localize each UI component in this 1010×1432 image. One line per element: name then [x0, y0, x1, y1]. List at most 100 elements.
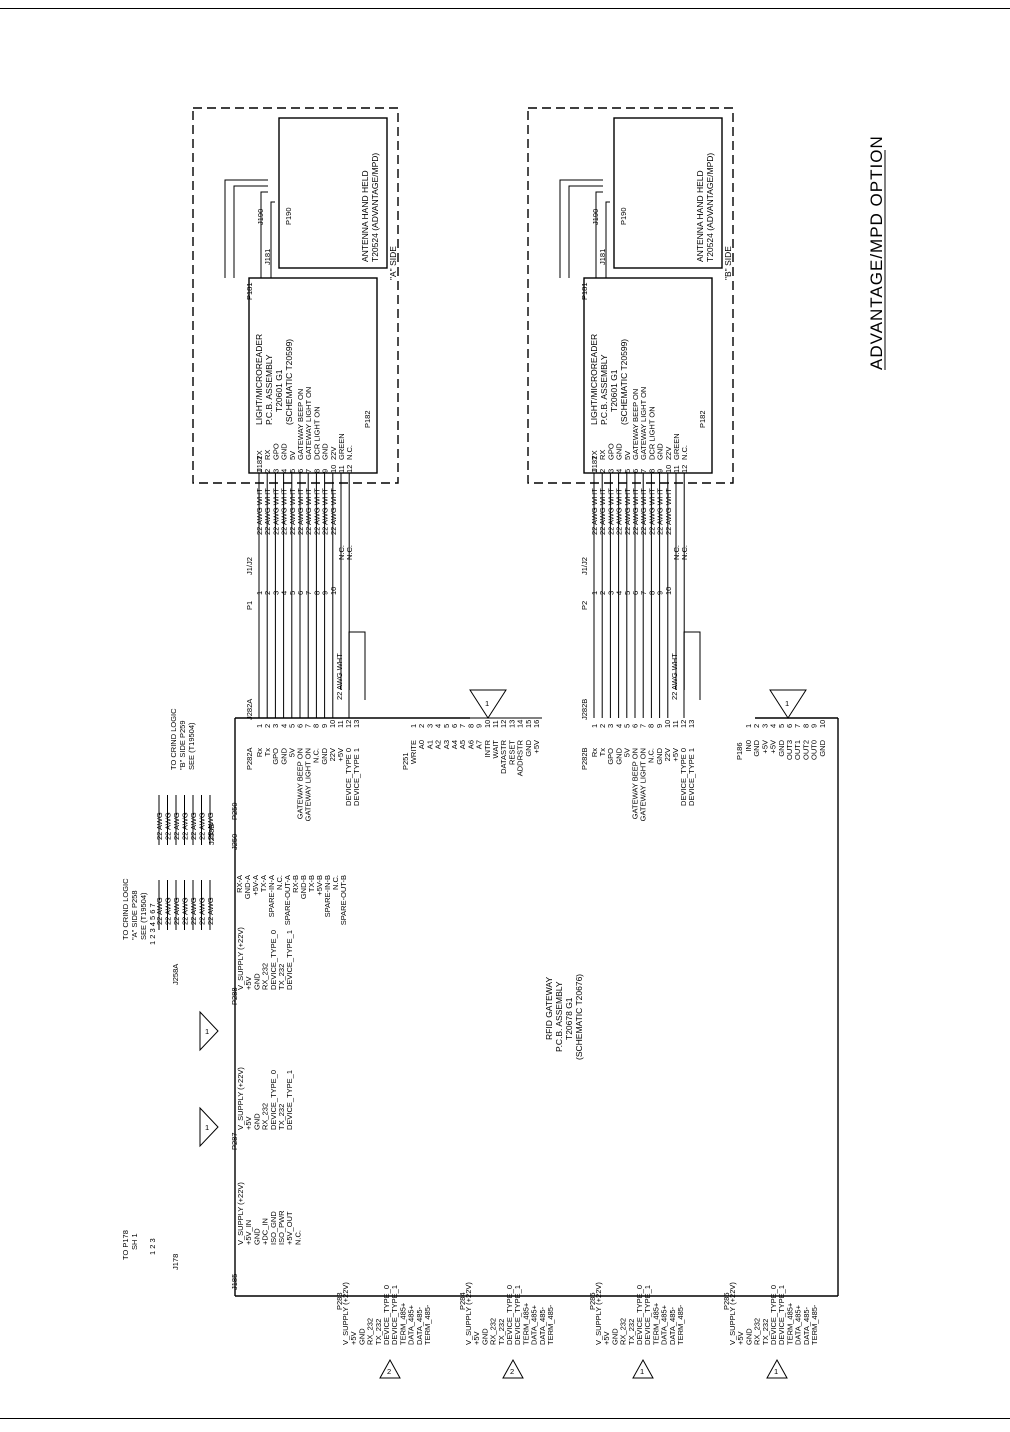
side-a-antenna-box	[278, 117, 388, 269]
p186-pin-num: 4	[769, 724, 778, 728]
p251-connector: 1WRITE2A03A14A25A36A47A58A69A710INTR11WA…	[409, 720, 541, 777]
j258b-pin-label: +5V-B	[315, 875, 324, 896]
j258a-ref: J258A	[171, 964, 180, 985]
p186-pin-num: 1	[744, 724, 753, 728]
side-a-ant-lead-1	[260, 191, 268, 278]
p287-ref: P287	[230, 1132, 239, 1150]
p251-pin-num: 6	[450, 724, 459, 728]
wire-label: 22 AWG WHT	[321, 488, 330, 535]
rs485-pin-label: DATA_485-	[802, 1306, 811, 1345]
j258a-pin-label: TX-A	[259, 875, 268, 892]
reader-pin-num: 6	[296, 469, 305, 473]
side-b-antenna-l2: T20524 (ADVANTAGE/MPD)	[705, 153, 715, 262]
j258b-pin-label: RX-B	[291, 875, 300, 893]
reader-pin-label: TX	[590, 450, 599, 460]
p186-pin-num: 2	[752, 724, 761, 728]
reader-pin-num: 10	[664, 465, 673, 473]
awg-label: 22 AWG	[164, 812, 173, 840]
p282-pin-num: 8	[312, 724, 321, 728]
p288-pin-label: DEVICE_TYPE_1	[285, 930, 294, 990]
crind-connectors: TO CRIND LOGIC "A" SIDE P258 SEE (T19504…	[121, 708, 348, 985]
side-b-p190: P190	[619, 207, 628, 225]
side-a-j181: J181	[263, 249, 272, 265]
p186-note-num: 1	[785, 699, 789, 708]
wire-label: 22 AWG WHT	[656, 488, 665, 535]
p282-pin-label: DEVICE_TYPE 0	[679, 748, 688, 806]
side-a-enclosure	[192, 107, 399, 484]
crind-line: "A" SIDE P258	[130, 890, 139, 940]
p282-pin-num: 12	[344, 720, 353, 728]
reader-pin-num: 7	[304, 469, 313, 473]
crind-line: SEE (T19504)	[187, 722, 196, 770]
reader-pin-num: 8	[647, 469, 656, 473]
p186-pin-num: 7	[793, 724, 802, 728]
jack-pin-num: 3	[606, 591, 615, 595]
awg-label: 22 AWG	[189, 812, 198, 840]
reader-line: T20601 G1	[274, 369, 284, 412]
side-b-label: "B" SIDE	[723, 246, 733, 280]
awg-label: 22 AWG	[155, 897, 164, 925]
crind-line: TO CRIND LOGIC	[169, 708, 178, 770]
p251-pin-label: A0	[417, 740, 426, 749]
p282-pin-label: GND	[655, 747, 664, 764]
p251-pin-num: 13	[507, 720, 516, 728]
side-b-p282: P282B	[580, 747, 589, 770]
jack-pin-num: 9	[656, 591, 665, 595]
wire-label: 22 AWG WHT	[598, 488, 607, 535]
p251-pin-label: RESET	[507, 740, 516, 765]
jack-pin-num: 1	[590, 591, 599, 595]
reader-pin-label: GREEN	[672, 433, 681, 460]
side-a-antenna-l1: ANTENNA HAND HELD	[360, 170, 370, 262]
j185-pin-label: +5V_OUT	[285, 1211, 294, 1245]
p282-pin-num: 10	[663, 720, 672, 728]
p287-pin-label: DEVICE_TYPE_1	[285, 1070, 294, 1130]
side-a-p190: P190	[284, 207, 293, 225]
p282-pin-label: GATEWAY LIGHT ON	[639, 748, 648, 821]
p282-pin-num: 13	[352, 720, 361, 728]
rs485-pin-label: DEVICE_TYPE_0	[769, 1285, 778, 1345]
j185-pin-label: V_SUPPLY (+22V)	[236, 1182, 245, 1245]
reader-pin-num: 3	[606, 469, 615, 473]
reader-pin-label: 5V	[288, 451, 297, 460]
p288-pin-label: +5V	[244, 976, 253, 990]
jack-pin-num: 6	[631, 591, 640, 595]
rs485-pin-label: GND	[744, 1328, 753, 1345]
p282-pin-num: 10	[328, 720, 337, 728]
reader-pin-num: 7	[639, 469, 648, 473]
side-b-ant-lead-3	[559, 179, 603, 278]
p251-pin-num: 10	[483, 720, 492, 728]
p282-pin-label: Tx	[263, 748, 272, 757]
side-b-p181: P181	[580, 282, 589, 300]
p287-pin-label: V_SUPPLY (+22V)	[236, 1067, 245, 1130]
p282-pin-label: GND	[279, 747, 288, 764]
side-b-j282: J282B	[580, 699, 589, 720]
rs485-pin-label: V_SUPPLY (+22V)	[464, 1282, 473, 1345]
p251-pin-label: A6	[466, 740, 475, 749]
j185-pin-label: ISO_PWR	[277, 1210, 286, 1245]
reader-pin-label: GND	[321, 443, 330, 460]
rs485-note-num: 1	[640, 1367, 644, 1376]
rs485-pin-label: RX_232	[489, 1318, 498, 1345]
rs485-pin-label: TERM_485-	[546, 1304, 555, 1345]
rs485-pin-label: V_SUPPLY (+22V)	[594, 1282, 603, 1345]
p251-note-num: 1	[485, 699, 489, 708]
side-b-ant-lead-2	[605, 201, 610, 278]
reader-pin-num: 1	[255, 469, 264, 473]
p251-pin-num: 15	[524, 720, 533, 728]
p288-pin-label: DEVICE_TYPE_0	[269, 930, 278, 990]
wire-label: 22 AWG WHT	[271, 488, 280, 535]
side-a-j282: J282A	[245, 699, 254, 720]
reader-pin-label: RX	[263, 450, 272, 460]
reader-pin-label: GPO	[606, 443, 615, 460]
p251-pin-label: A1	[425, 740, 434, 749]
p251-pin-num: 12	[499, 720, 508, 728]
p282-pin-label: +5V	[671, 748, 680, 762]
p251-ref: P251	[401, 752, 410, 770]
wire-label: 22 AWG WHT	[280, 488, 289, 535]
side-a-reader-box	[248, 277, 378, 474]
reader-line: T20601 G1	[609, 369, 619, 412]
rs485-pin-label: TX_232	[374, 1319, 383, 1345]
rs485-pin-label: DEVICE_TYPE_1	[643, 1285, 652, 1345]
